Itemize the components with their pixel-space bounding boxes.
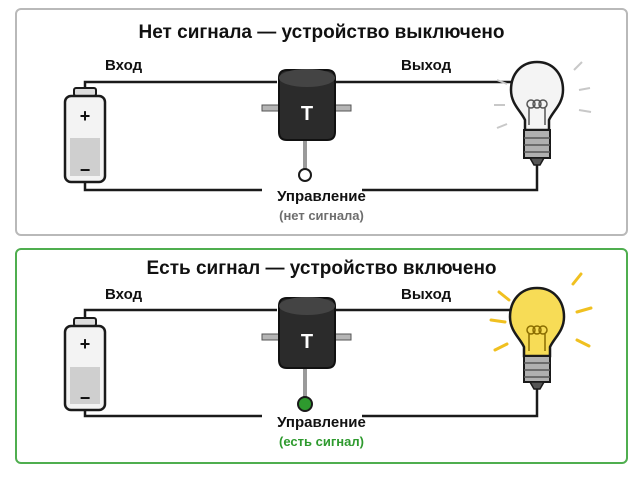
panel-title: Нет сигнала — устройство выключено — [138, 22, 505, 43]
input-label: Вход — [105, 286, 143, 303]
switch-symbol: T — [301, 331, 313, 353]
battery-plus: + — [80, 334, 91, 354]
control-terminal-empty — [298, 168, 312, 182]
battery-minus: − — [80, 160, 91, 180]
transistor-switch-icon: T — [261, 297, 352, 398]
bulb-rays — [494, 61, 592, 129]
battery-icon: + − — [63, 317, 107, 412]
light-bulb-icon — [489, 272, 593, 390]
battery-icon: + − — [63, 87, 107, 184]
battery-plus: + — [80, 106, 91, 126]
output-label: Выход — [401, 286, 452, 303]
battery-minus: − — [80, 388, 91, 408]
output-label: Выход — [401, 57, 452, 74]
bulb-rays — [489, 272, 593, 352]
light-bulb-icon — [494, 60, 592, 166]
control-status: (есть сигнал) — [279, 434, 364, 449]
control-status: (нет сигнала) — [279, 208, 364, 223]
input-label: Вход — [105, 57, 143, 74]
circuit-on: + − T — [63, 272, 593, 418]
control-terminal-active — [297, 396, 313, 412]
control-label: Управление — [277, 188, 366, 205]
panel-signal: Есть сигнал — устройство включено Вход В… — [15, 248, 628, 464]
switch-symbol: T — [301, 103, 313, 125]
transistor-switch-icon: T — [261, 69, 352, 170]
circuit-off: + − T — [63, 60, 592, 192]
panel-no-signal: Нет сигнала — устройство выключено Вход … — [15, 8, 628, 236]
panel-title: Есть сигнал — устройство включено — [146, 258, 497, 279]
control-label: Управление — [277, 414, 366, 431]
